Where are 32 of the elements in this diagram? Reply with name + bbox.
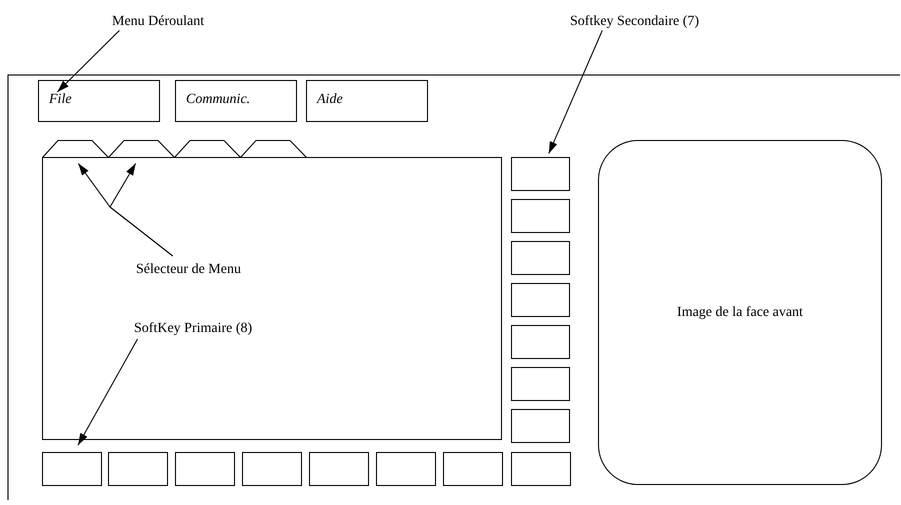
leader-line — [78, 338, 138, 446]
softkey-button — [511, 241, 570, 275]
softkey-button — [511, 283, 570, 317]
display-panel — [42, 157, 502, 440]
softkey-button — [511, 367, 570, 401]
menu-label: Aide — [317, 92, 343, 108]
softkey-button — [309, 452, 369, 486]
menu-button — [306, 80, 428, 122]
leader-line — [109, 162, 174, 256]
softkey-button — [511, 199, 570, 233]
annotation-text: Sélecteur de Menu — [136, 262, 241, 277]
softkey-button — [175, 452, 235, 486]
menu-label: Communic. — [186, 92, 250, 108]
menu-label: File — [49, 92, 72, 108]
menu-button — [38, 80, 160, 122]
softkey-button — [511, 409, 570, 443]
front-panel-area — [598, 140, 882, 485]
softkey-button — [42, 452, 102, 486]
placeholder-text: Image de la face avant — [677, 304, 803, 320]
softkey-button — [108, 452, 168, 486]
leader-line — [548, 30, 603, 154]
softkey-button — [511, 452, 571, 486]
annotation-text: SoftKey Primaire (8) — [134, 321, 252, 336]
annotation-text: Softkey Secondaire (7) — [570, 14, 700, 29]
softkey-button — [511, 157, 570, 191]
softkey-button — [443, 452, 503, 486]
menu-button — [175, 80, 297, 122]
annotation-text: Menu Déroulant — [112, 14, 204, 29]
softkey-button — [242, 452, 302, 486]
softkey-button — [511, 325, 570, 359]
softkey-button — [376, 452, 436, 486]
leader-line — [56, 30, 120, 92]
